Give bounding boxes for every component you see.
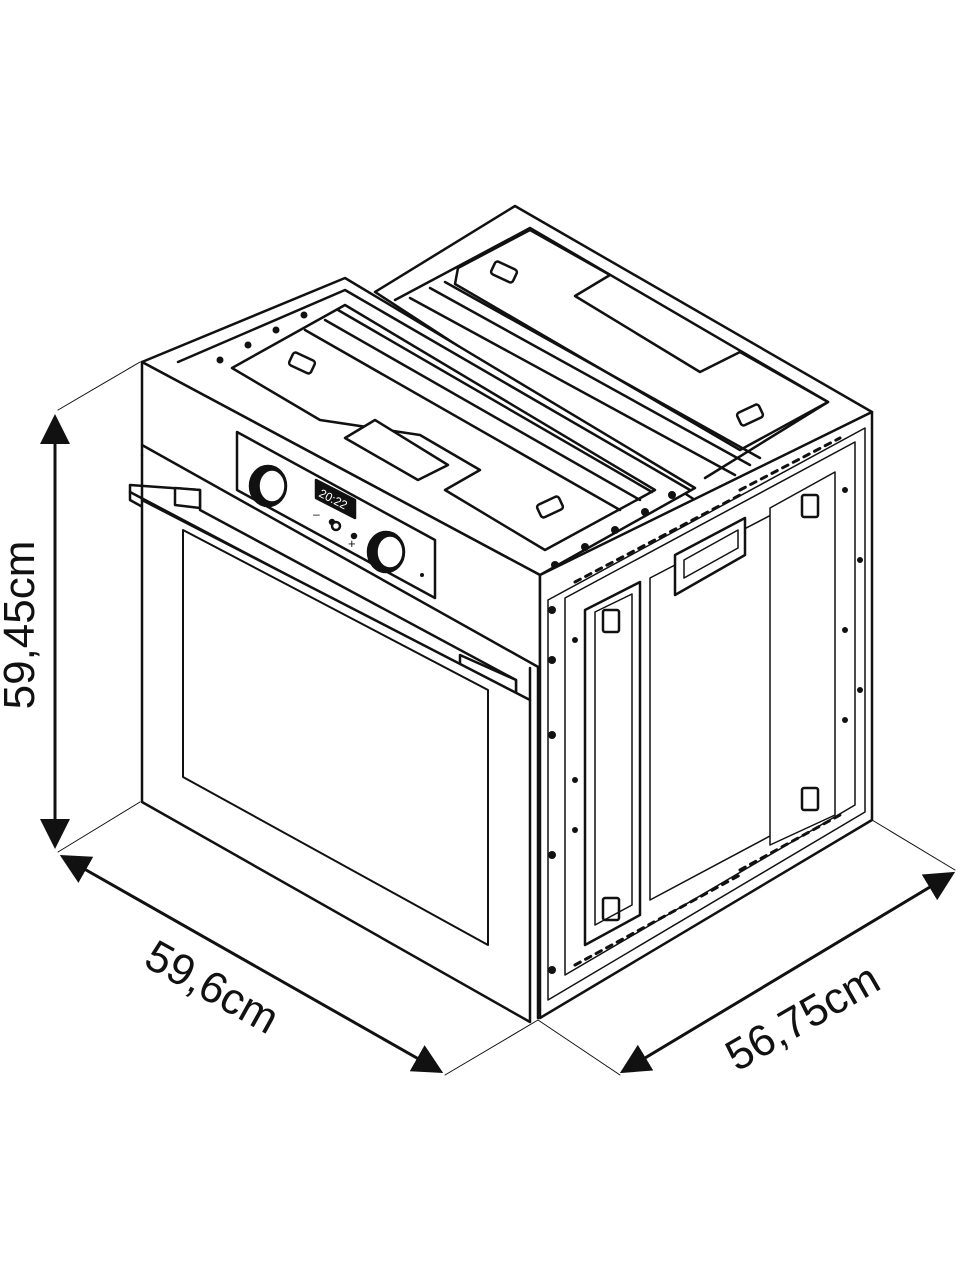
top-rear-clip-2 xyxy=(735,403,765,427)
plus-label: + xyxy=(348,536,356,551)
height-label: 59,45cm xyxy=(0,541,44,710)
left-knob[interactable] xyxy=(248,464,288,508)
control-panel xyxy=(235,430,437,600)
top-rear-clip-1 xyxy=(489,260,519,284)
top-front-clip-2 xyxy=(535,495,565,519)
width-arrow xyxy=(59,855,444,1073)
plus-button-dot[interactable] xyxy=(350,532,358,540)
right-knob[interactable] xyxy=(366,530,406,574)
depth-label: 56,75cm xyxy=(717,954,888,1081)
side-clip-1 xyxy=(601,608,621,634)
clock-display xyxy=(314,478,357,520)
top-front-clip-1 xyxy=(287,351,317,375)
center-button[interactable] xyxy=(330,520,342,532)
depth-arrow xyxy=(619,871,956,1074)
side-clip-2 xyxy=(601,896,621,922)
width-label: 59,6cm xyxy=(137,931,287,1044)
minus-label: – xyxy=(313,507,320,521)
dimension-arrows xyxy=(40,414,956,1074)
side-rivets xyxy=(548,487,863,974)
side-panel xyxy=(538,410,874,1020)
top-rear-panel xyxy=(373,204,874,502)
side-clip-3 xyxy=(800,493,820,519)
side-clip-4 xyxy=(800,786,820,812)
side-grip xyxy=(673,516,747,597)
extension-lines xyxy=(57,361,956,1076)
